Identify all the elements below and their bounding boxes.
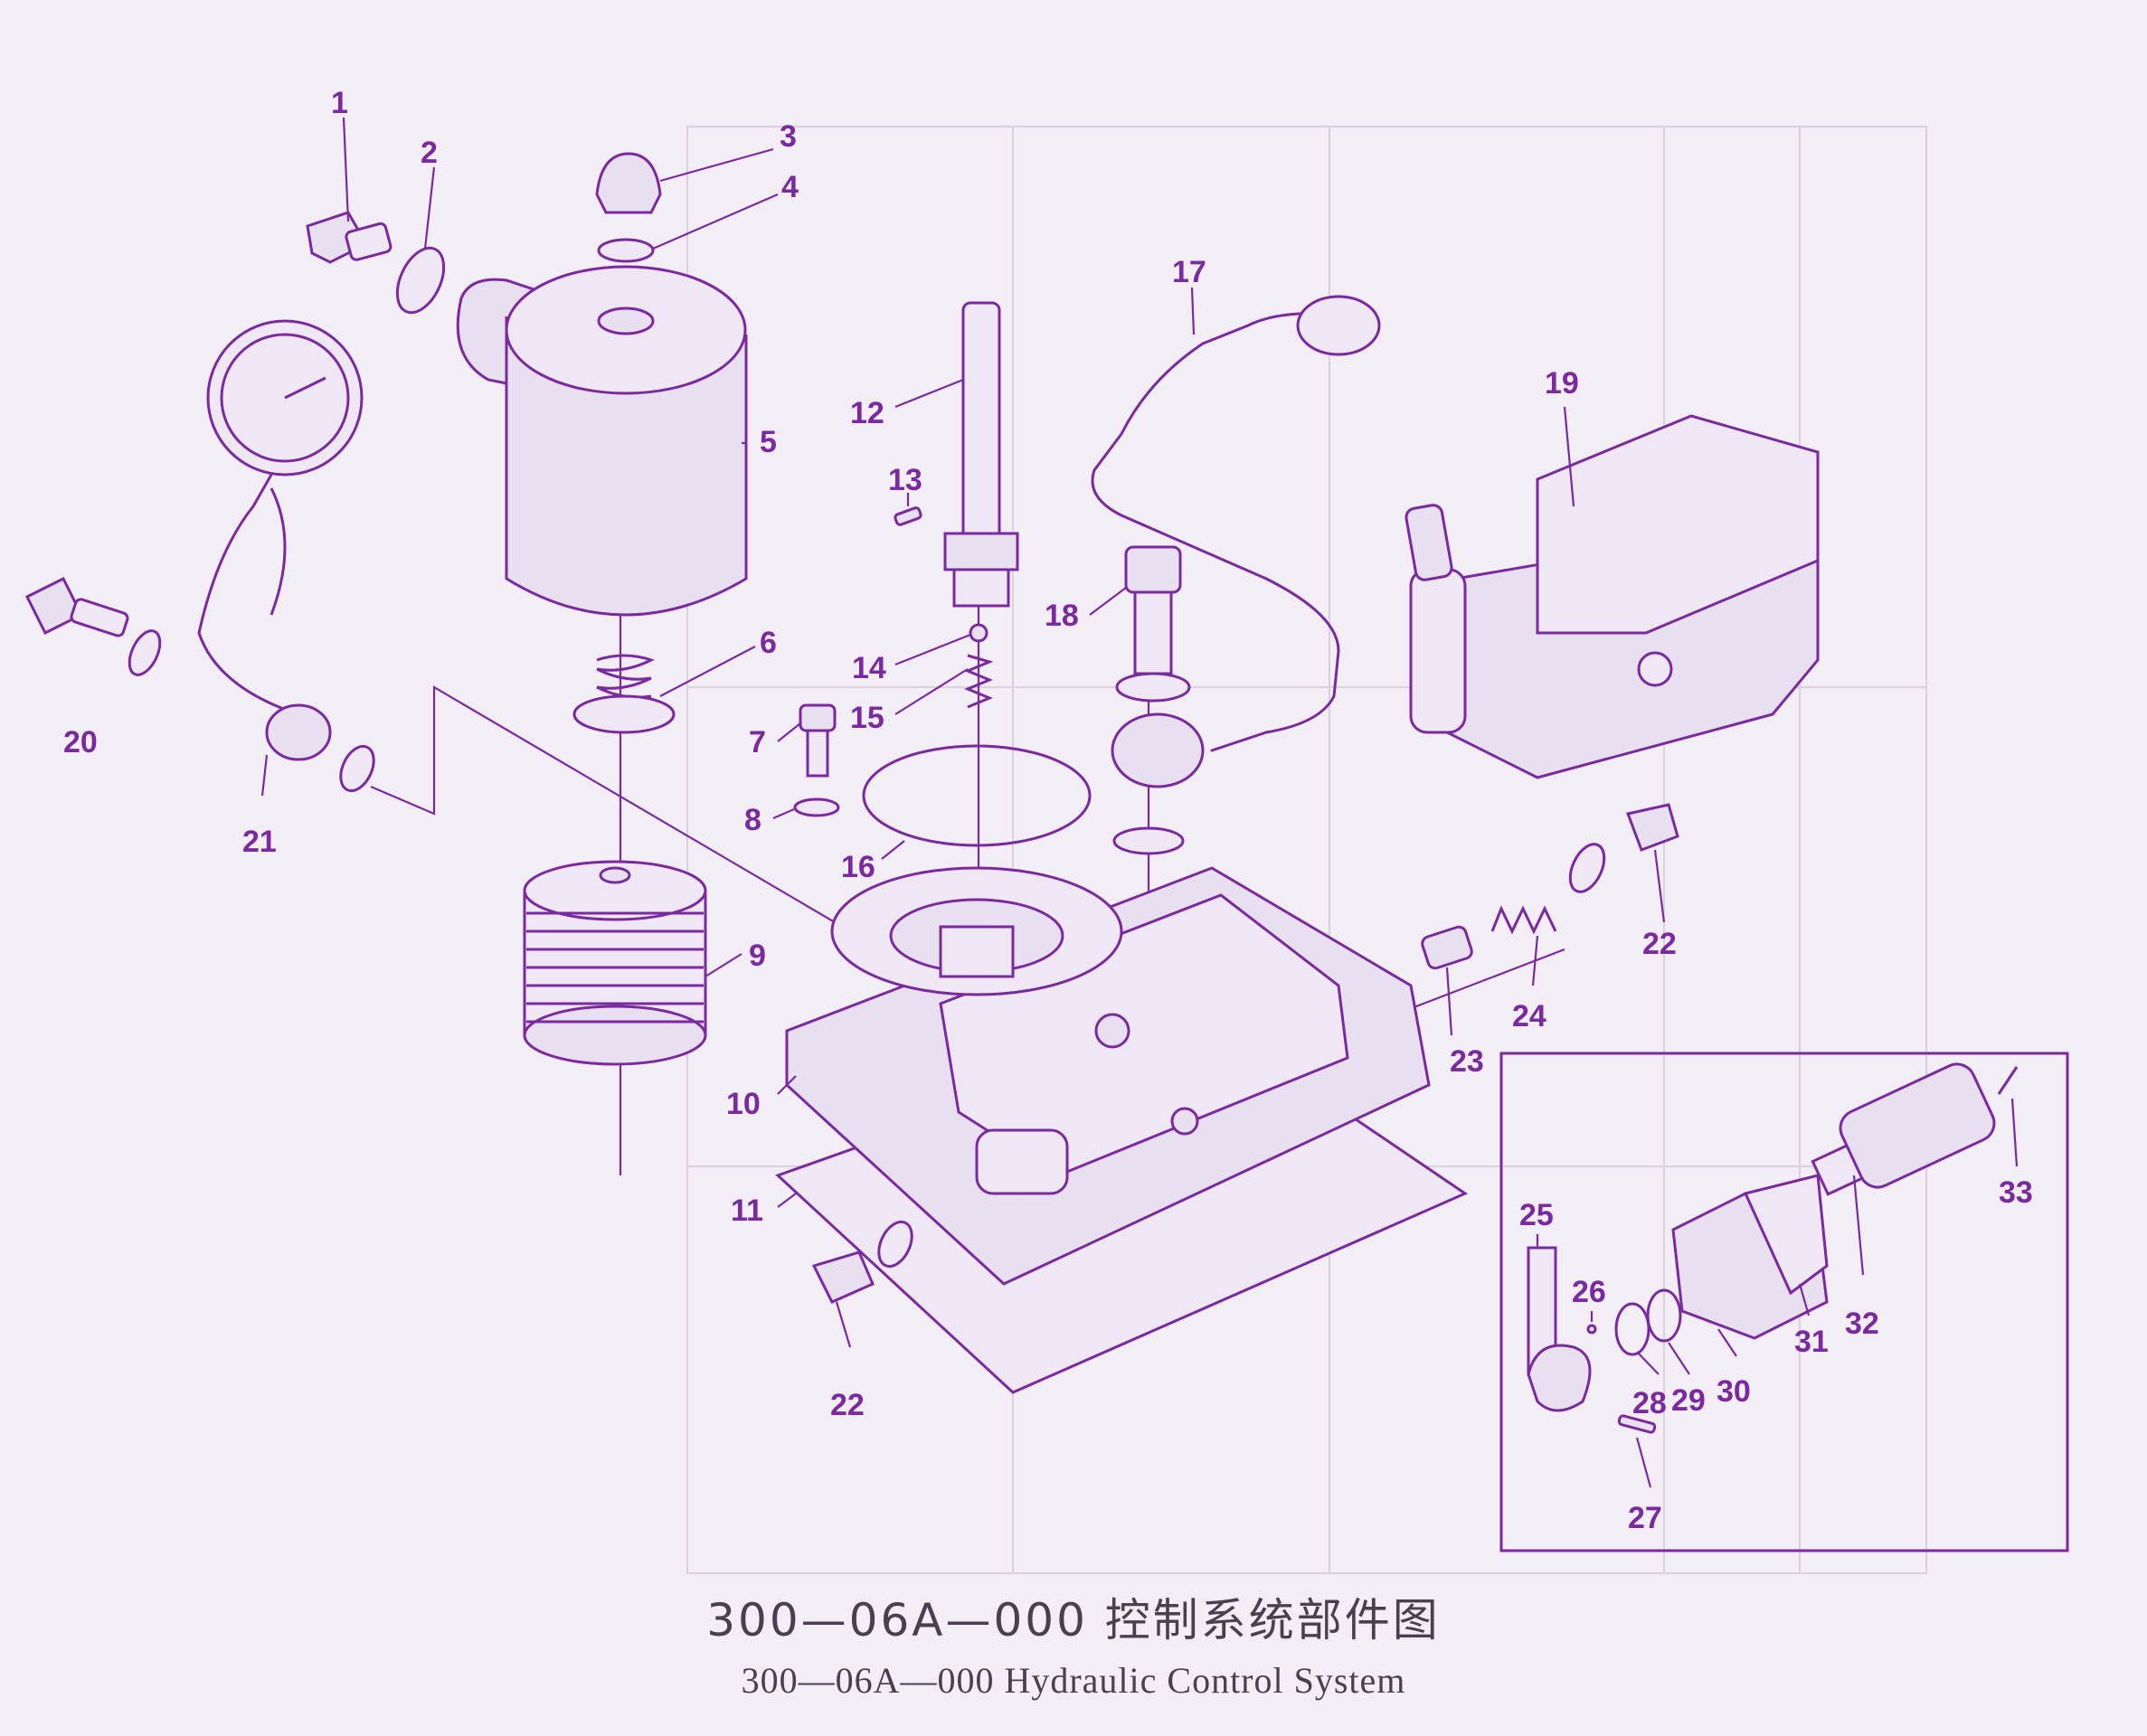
part-12-valve-stem (943, 301, 1019, 608)
callout-leaders (260, 117, 2019, 1488)
caption-chinese: 300—06A—000 控制系统部件图 (706, 1594, 1441, 1646)
callout-11: 11 (731, 1194, 763, 1228)
callout-25: 25 (1519, 1198, 1554, 1232)
callout-19: 19 (1545, 366, 1579, 401)
part-27-screw (1617, 1414, 1657, 1434)
callout-8: 8 (744, 803, 761, 837)
part-14-ball (969, 623, 988, 643)
callout-29: 29 (1671, 1383, 1706, 1418)
part-31-gasket (1743, 1174, 1829, 1296)
part-16-o-ring (862, 744, 1092, 847)
part-7-bolt (799, 703, 837, 778)
part-28-ring (1614, 1302, 1650, 1356)
part-17-banjo (1296, 295, 1381, 356)
part-22-plug-right (1568, 803, 1679, 893)
callout-9: 9 (749, 939, 766, 973)
part-33-pin (1997, 1066, 2019, 1095)
part-4-washer (597, 238, 655, 263)
part-19-valve-assembly (1405, 414, 1820, 779)
caption-english: 300—06A—000 Hydraulic Control System (741, 1660, 1406, 1701)
part-26-pin (1586, 1324, 1597, 1335)
part-2-washer (395, 246, 446, 315)
callout-24: 24 (1512, 999, 1546, 1033)
callout-33: 33 (1999, 1175, 2033, 1210)
part-24-spring (1490, 905, 1557, 935)
part-10-valve-body (785, 866, 1431, 1286)
part-9-filter-element (523, 860, 707, 1066)
callout-4: 4 (781, 170, 799, 204)
callout-numbers: 1 2 3 4 5 6 7 8 9 10 11 12 13 14 15 16 1… (63, 86, 2033, 1535)
callout-26: 26 (1572, 1275, 1606, 1309)
callout-15: 15 (850, 701, 884, 735)
part-32-spline-shaft (1811, 1062, 1996, 1196)
detail-inset-frame (1499, 1052, 2069, 1552)
callout-22-lower: 22 (830, 1388, 865, 1422)
part-17-pipe (1091, 312, 1358, 752)
part-13-pin (894, 506, 922, 526)
callout-22-right: 22 (1642, 927, 1677, 961)
callout-5: 5 (760, 425, 777, 459)
callout-2: 2 (421, 136, 438, 170)
part-29-ring (1646, 1288, 1682, 1343)
callout-10: 10 (726, 1087, 761, 1121)
part-15-spring (964, 654, 994, 709)
callout-20: 20 (63, 725, 98, 760)
callout-6: 6 (760, 626, 777, 660)
callout-17: 17 (1172, 255, 1206, 289)
callout-30: 30 (1717, 1374, 1751, 1409)
callout-3: 3 (780, 119, 797, 154)
callout-16: 16 (841, 850, 875, 884)
callout-1: 1 (331, 86, 348, 120)
part-6-spring (572, 654, 676, 734)
part-18-banjo-bolt (1111, 545, 1205, 855)
part-1-plug-bolt (306, 211, 393, 264)
callout-23: 23 (1450, 1044, 1484, 1079)
part-20-banjo-bolt (24, 576, 162, 676)
part-22-plug-lower (811, 1220, 913, 1304)
callout-27: 27 (1628, 1501, 1662, 1535)
part-23-sleeve (1421, 925, 1473, 970)
callout-18: 18 (1045, 599, 1079, 633)
part-5-filter-housing (456, 265, 748, 617)
part-8-washer (793, 797, 840, 817)
callout-21: 21 (242, 825, 277, 859)
callout-32: 32 (1845, 1307, 1879, 1341)
callout-28: 28 (1632, 1386, 1667, 1420)
callout-31: 31 (1794, 1325, 1829, 1359)
part-21-pressure-gauge (197, 319, 375, 793)
callout-12: 12 (850, 396, 884, 430)
callout-14: 14 (852, 651, 886, 685)
callout-7: 7 (749, 725, 766, 760)
part-3-cap-nut (595, 152, 662, 214)
part-25-lever (1527, 1246, 1592, 1412)
callout-13: 13 (888, 463, 922, 497)
